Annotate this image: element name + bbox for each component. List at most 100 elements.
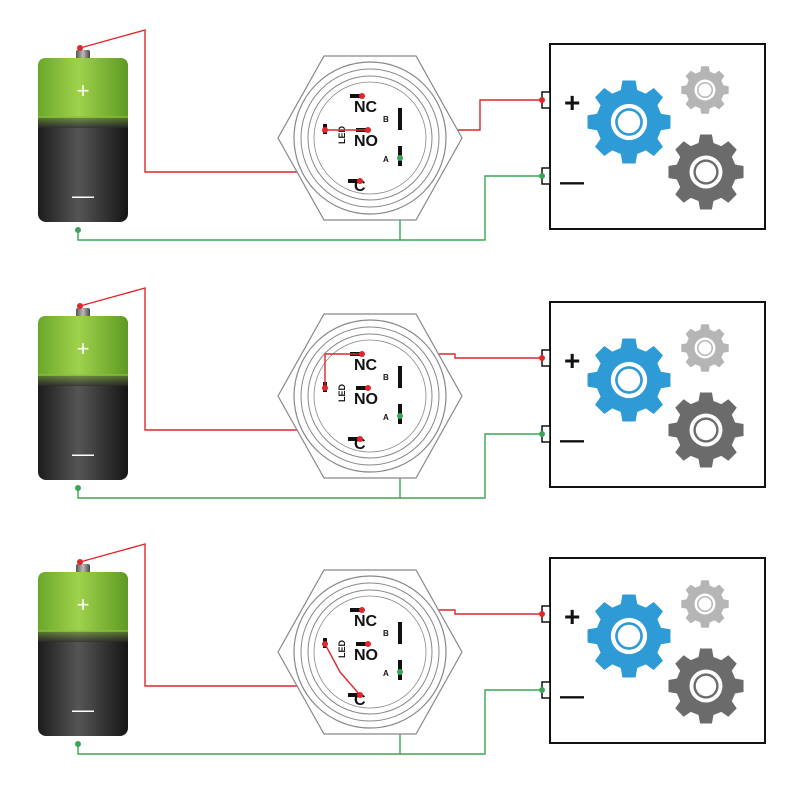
terminal-b-bar: [398, 366, 402, 388]
light-gray-gear-icon: [681, 324, 729, 372]
terminal-nc: [350, 608, 364, 612]
switch-ring-inner: [307, 75, 433, 201]
load-box-frame: [549, 557, 766, 744]
switch-ring-outer: [293, 319, 447, 473]
wire-junction-dot: [322, 385, 328, 391]
label-nc: NC: [354, 357, 378, 374]
wire-junction-dot: [75, 227, 81, 233]
label-no: NO: [354, 133, 378, 150]
push-button-switch: [277, 55, 463, 221]
switch-ring-core: [313, 339, 427, 453]
gear-hole: [695, 419, 717, 441]
terminal-no: [356, 642, 370, 646]
wire-junction-dot: [539, 687, 545, 693]
dark-gray-gear-icon: [668, 392, 744, 468]
battery-band-fade: [38, 630, 128, 642]
push-button-switch: [277, 569, 463, 735]
battery-cap: [76, 50, 90, 60]
label-b: B: [383, 373, 389, 382]
wire-junction-dot: [357, 178, 363, 184]
motor-load-box: +—: [541, 557, 766, 744]
battery-cap: [76, 308, 90, 318]
battery-band-fade: [38, 374, 128, 386]
label-b: B: [383, 629, 389, 638]
gear-hole: [617, 368, 641, 392]
label-c: C: [354, 436, 366, 453]
load-minus-label: —: [560, 169, 584, 196]
gear-hole: [698, 83, 712, 97]
switch-ring-inner: [307, 589, 433, 715]
switch-ring-mid: [300, 582, 440, 722]
switch-ring-mid: [300, 326, 440, 466]
wire-negative-to-load: [400, 175, 542, 241]
gear-hole: [695, 161, 717, 183]
label-no: NO: [354, 391, 378, 408]
battery-green-band: [38, 316, 128, 376]
wire-junction-dot: [77, 45, 83, 51]
wire-led-jumper: [324, 353, 362, 388]
terminal-nc: [350, 94, 364, 98]
wire-led-jumper: [324, 643, 361, 696]
light-gray-gear-icon: [681, 580, 729, 628]
blue-gear-icon: [587, 338, 671, 422]
label-led: LED: [337, 125, 347, 144]
label-led: LED: [337, 639, 347, 658]
dark-gray-gear-icon: [668, 648, 744, 724]
light-gray-gear-icon: [681, 66, 729, 114]
switch-ring-core: [313, 595, 427, 709]
battery-plus-label: +: [77, 78, 90, 103]
label-no: NO: [354, 647, 378, 664]
battery-green-band: [38, 572, 128, 632]
motor-load-box: +—: [541, 301, 766, 488]
wire-junction-dot: [75, 485, 81, 491]
wire-junction-dot: [77, 559, 83, 565]
battery-plus-label: +: [77, 336, 90, 361]
load-plus-label: +: [564, 345, 580, 376]
label-nc: NC: [354, 613, 378, 630]
wire-junction-dot: [397, 155, 403, 161]
wire-junction-dot: [75, 741, 81, 747]
blue-gear-icon: [587, 80, 671, 164]
terminal-b-bar: [398, 108, 402, 130]
battery-minus-label: —: [72, 183, 94, 208]
wire-junction-dot: [357, 436, 363, 442]
wire-negative-to-load: [400, 689, 542, 755]
battery-minus-label: —: [72, 697, 94, 722]
wire-junction-dot: [77, 303, 83, 309]
wire-negative-to-load: [400, 433, 542, 499]
push-button-switch: [277, 313, 463, 479]
gear-hole: [617, 110, 641, 134]
wire-junction-dot: [357, 692, 363, 698]
wire-junction-dot: [322, 127, 328, 133]
wire-junction-dot: [365, 127, 371, 133]
wire-junction-dot: [397, 413, 403, 419]
wire-junction-dot: [539, 431, 545, 437]
battery-cap: [76, 564, 90, 574]
battery: +—: [38, 564, 128, 736]
gear-hole: [698, 341, 712, 355]
switch-ring-outer: [293, 61, 447, 215]
load-minus-label: —: [560, 427, 584, 454]
switch-ring-mid: [300, 68, 440, 208]
wire-junction-dot: [359, 93, 365, 99]
blue-gear-icon: [587, 594, 671, 678]
load-plus-label: +: [564, 87, 580, 118]
wire-junction-dot: [359, 351, 365, 357]
gear-hole: [695, 675, 717, 697]
terminal-no: [356, 386, 370, 390]
label-b: B: [383, 115, 389, 124]
label-a: A: [383, 155, 389, 164]
motor-load-box: +—: [541, 43, 766, 230]
wire-junction-dot: [397, 669, 403, 675]
battery: +—: [38, 50, 128, 222]
battery: +—: [38, 308, 128, 480]
wire-junction-dot: [539, 611, 545, 617]
battery-green-band: [38, 58, 128, 118]
gear-hole: [617, 624, 641, 648]
load-minus-label: —: [560, 683, 584, 710]
